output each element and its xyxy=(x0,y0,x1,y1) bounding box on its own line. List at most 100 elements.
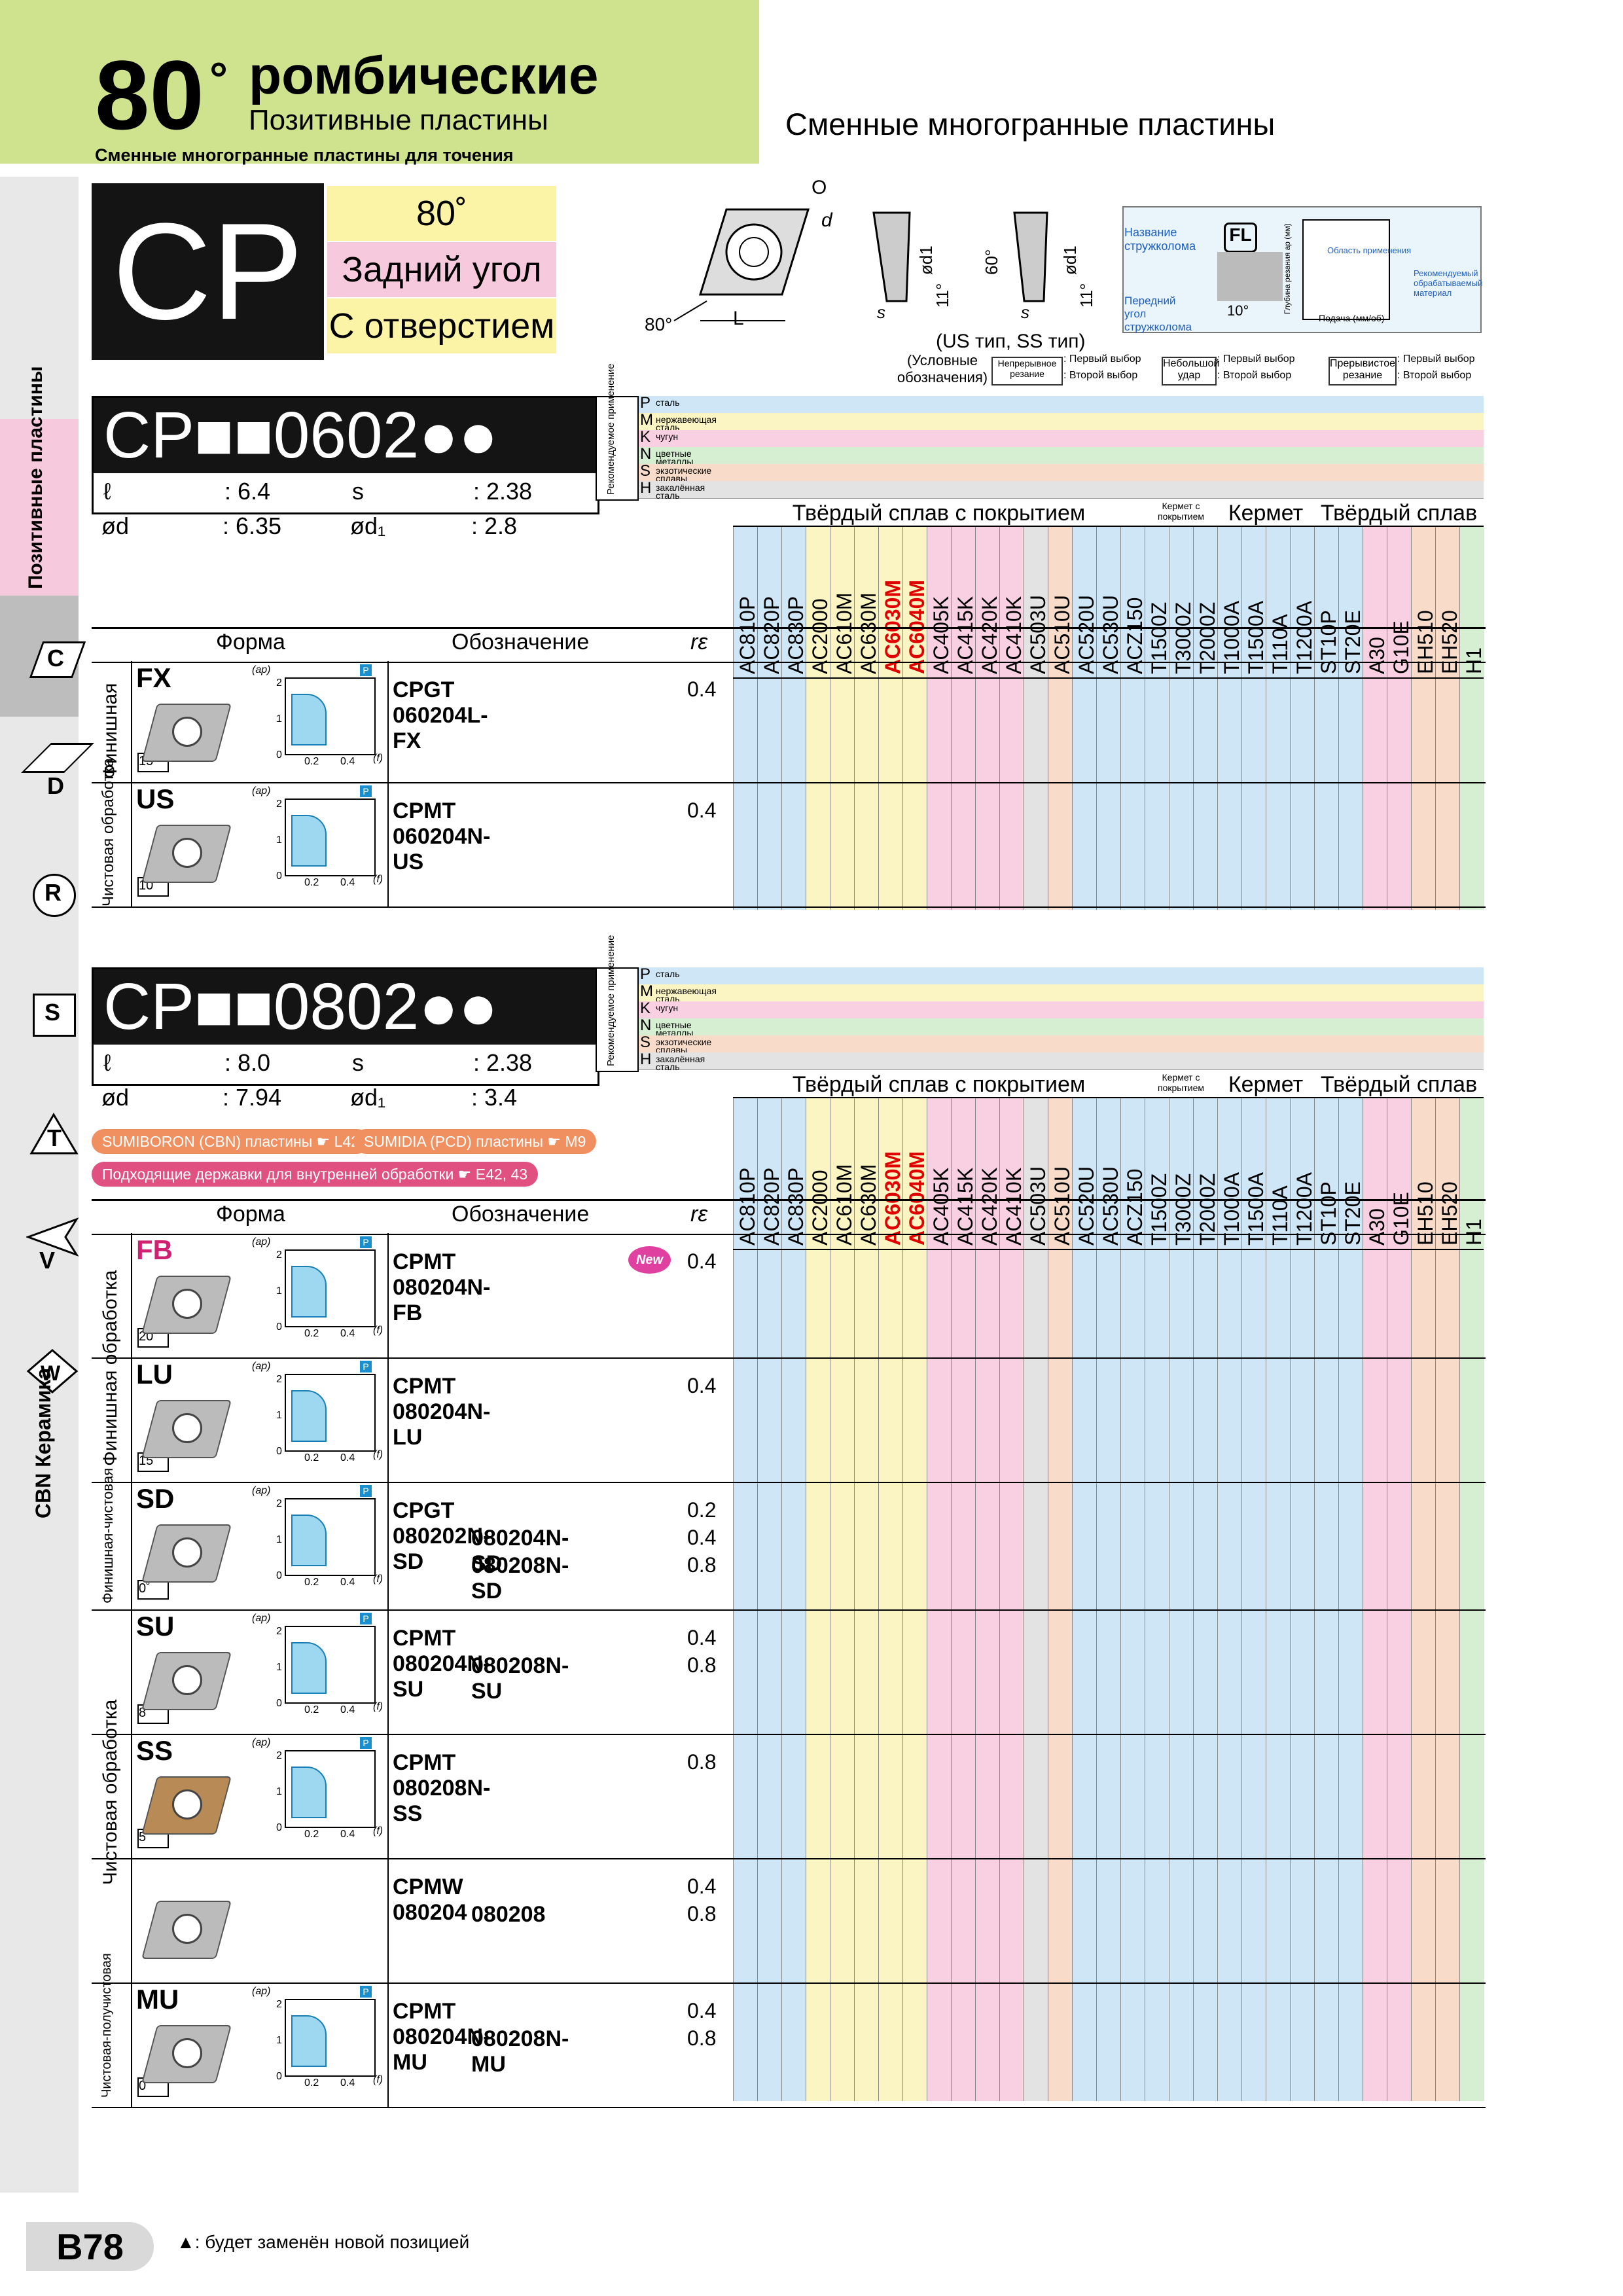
f-label: (f) xyxy=(373,1573,383,1585)
form-cell xyxy=(131,782,389,906)
grade-column-ST20E xyxy=(1338,1098,1363,2101)
table-row xyxy=(92,1734,1486,1859)
side-tab-t[interactable]: T xyxy=(47,1124,62,1151)
side-tab-r[interactable]: R xyxy=(45,879,62,906)
material-row-M xyxy=(638,984,1484,1002)
tick-04: 0.4 xyxy=(340,1577,355,1588)
side-tab-positive[interactable]: Позитивные пластины xyxy=(25,366,46,589)
tick-04: 0.4 xyxy=(340,2077,355,2089)
material-name-H: закалённая сталь xyxy=(656,1054,705,1072)
grade-column-AC510U xyxy=(1048,1098,1073,2101)
form-cell xyxy=(131,661,389,782)
diagram-o: O xyxy=(812,177,827,198)
sec2-spec-d1-val: : 3.4 xyxy=(471,1084,518,1111)
grade-column-AC820P xyxy=(757,1098,782,2101)
ap-label: (ap) xyxy=(252,1986,271,1997)
material-row-K xyxy=(638,430,1484,448)
designation-2: 080208 xyxy=(471,1902,546,1927)
corner-radius: 0.8 xyxy=(687,1750,717,1774)
header-band xyxy=(0,0,759,164)
form-cell xyxy=(131,1357,389,1482)
tick-1: 1 xyxy=(276,1285,282,1297)
corner-radius-2: 0.8 xyxy=(687,2026,717,2050)
sec2-spec-l-key: ℓ xyxy=(103,1049,111,1076)
designation: CPMT 080204N-MU xyxy=(393,1999,491,2075)
sec2-desig-header: Обозначение xyxy=(452,1202,590,1227)
side-tab-s[interactable]: S xyxy=(45,999,61,1026)
ap-label: (ap) xyxy=(252,1613,271,1624)
grade-column-AC820P xyxy=(757,527,782,910)
table-row xyxy=(92,661,1486,783)
table-row xyxy=(92,1858,1486,1984)
tick-1: 1 xyxy=(276,1786,282,1797)
p-badge: P xyxy=(360,664,372,676)
sec1-re-header: rε xyxy=(690,630,708,655)
chip-name: FB xyxy=(136,1234,173,1265)
f-label: (f) xyxy=(373,1449,383,1460)
p-badge: P xyxy=(360,1361,372,1372)
grade-header-divider xyxy=(733,677,1484,679)
chip-name: SS xyxy=(136,1735,173,1766)
grade-column-EH510 xyxy=(1411,527,1436,910)
side-tab-v[interactable]: V xyxy=(39,1247,56,1274)
pill-cbn[interactable]: SUMIBORON (CBN) пластины ☛ L42 xyxy=(92,1129,370,1154)
material-code-H: H xyxy=(640,1050,652,1068)
grade-column-EH520 xyxy=(1435,527,1460,910)
designation: CPMT 080208N-SS xyxy=(393,1750,491,1826)
insert-image xyxy=(136,818,234,887)
tick-02: 0.2 xyxy=(304,1328,319,1339)
legend-feed: Подача (мм/об) xyxy=(1319,313,1385,323)
grade-column-T2000Z xyxy=(1193,1098,1218,2101)
sec1-spec-l-val: : 6.4 xyxy=(224,478,271,505)
material-name-M: нержавеющая сталь xyxy=(656,414,717,433)
legend-depth: Глубина резания ap (мм) xyxy=(1283,223,1292,314)
legend-chip-name: Название стружколома xyxy=(1124,226,1196,253)
f-label: (f) xyxy=(373,753,383,764)
ap-label: (ap) xyxy=(252,1361,271,1372)
grade-column-T1500Z xyxy=(1145,1098,1169,2101)
legend-continuous: Непрерывное резание xyxy=(991,357,1063,386)
pill-pcd[interactable]: SUMIDIA (PCD) пластины ☛ M9 xyxy=(353,1129,597,1154)
group-fm-label: Финишная-чистовая xyxy=(99,1467,116,1604)
tick-1: 1 xyxy=(276,2035,282,2046)
designation: CPGT 080202N-SD xyxy=(393,1498,491,1574)
corner-radius: 0.4 xyxy=(687,1874,717,1898)
side-tab-w[interactable]: W xyxy=(41,1361,61,1385)
pill-holders[interactable]: Подходящие державки для внутренней обраб… xyxy=(92,1162,539,1187)
side-tab-c[interactable]: C xyxy=(47,645,64,672)
grade-column-T1000A xyxy=(1217,1098,1242,2101)
grade-column-AC630M xyxy=(854,1098,879,2101)
corner-radius-2: 0.8 xyxy=(687,1653,717,1677)
tick-2: 2 xyxy=(276,677,282,689)
material-code-M: M xyxy=(640,982,653,1000)
grade-column-H1 xyxy=(1459,1098,1484,2101)
diagram-60: 60° xyxy=(982,249,1001,275)
material-code-N: N xyxy=(640,445,652,463)
legend-rake: Передний угол стружколома xyxy=(1124,295,1192,333)
side-tab-d[interactable]: D xyxy=(47,772,64,799)
grade-column-AC503U xyxy=(1024,1098,1048,2101)
sec1-spec-s-val: : 2.38 xyxy=(473,478,533,505)
ap-label: (ap) xyxy=(252,785,271,797)
sec1-spec-d-key: ød xyxy=(101,512,130,539)
tick-04: 0.4 xyxy=(340,756,355,767)
f-label: (f) xyxy=(373,1701,383,1712)
material-code-N: N xyxy=(640,1016,652,1034)
sec2-spec-d-val: : 7.94 xyxy=(223,1084,282,1111)
table-row xyxy=(92,1357,1486,1483)
designation-2: 080208N-MU xyxy=(471,2026,569,2077)
grade-column-A30 xyxy=(1363,527,1387,910)
sec2-form-header: Форма xyxy=(216,1202,285,1227)
insert-image xyxy=(136,1770,234,1839)
grade-column-AC520U xyxy=(1072,1098,1097,2101)
grade-column-AC610M xyxy=(830,1098,855,2101)
chip-name: LU xyxy=(136,1359,173,1390)
side-tab-cbn[interactable]: CBN Керамика xyxy=(31,1367,55,1518)
header-tagline: Сменные многогранные пластины для точени… xyxy=(95,145,514,165)
insert-hole xyxy=(172,1914,202,1944)
diagram-11-a: 11° xyxy=(933,283,952,308)
